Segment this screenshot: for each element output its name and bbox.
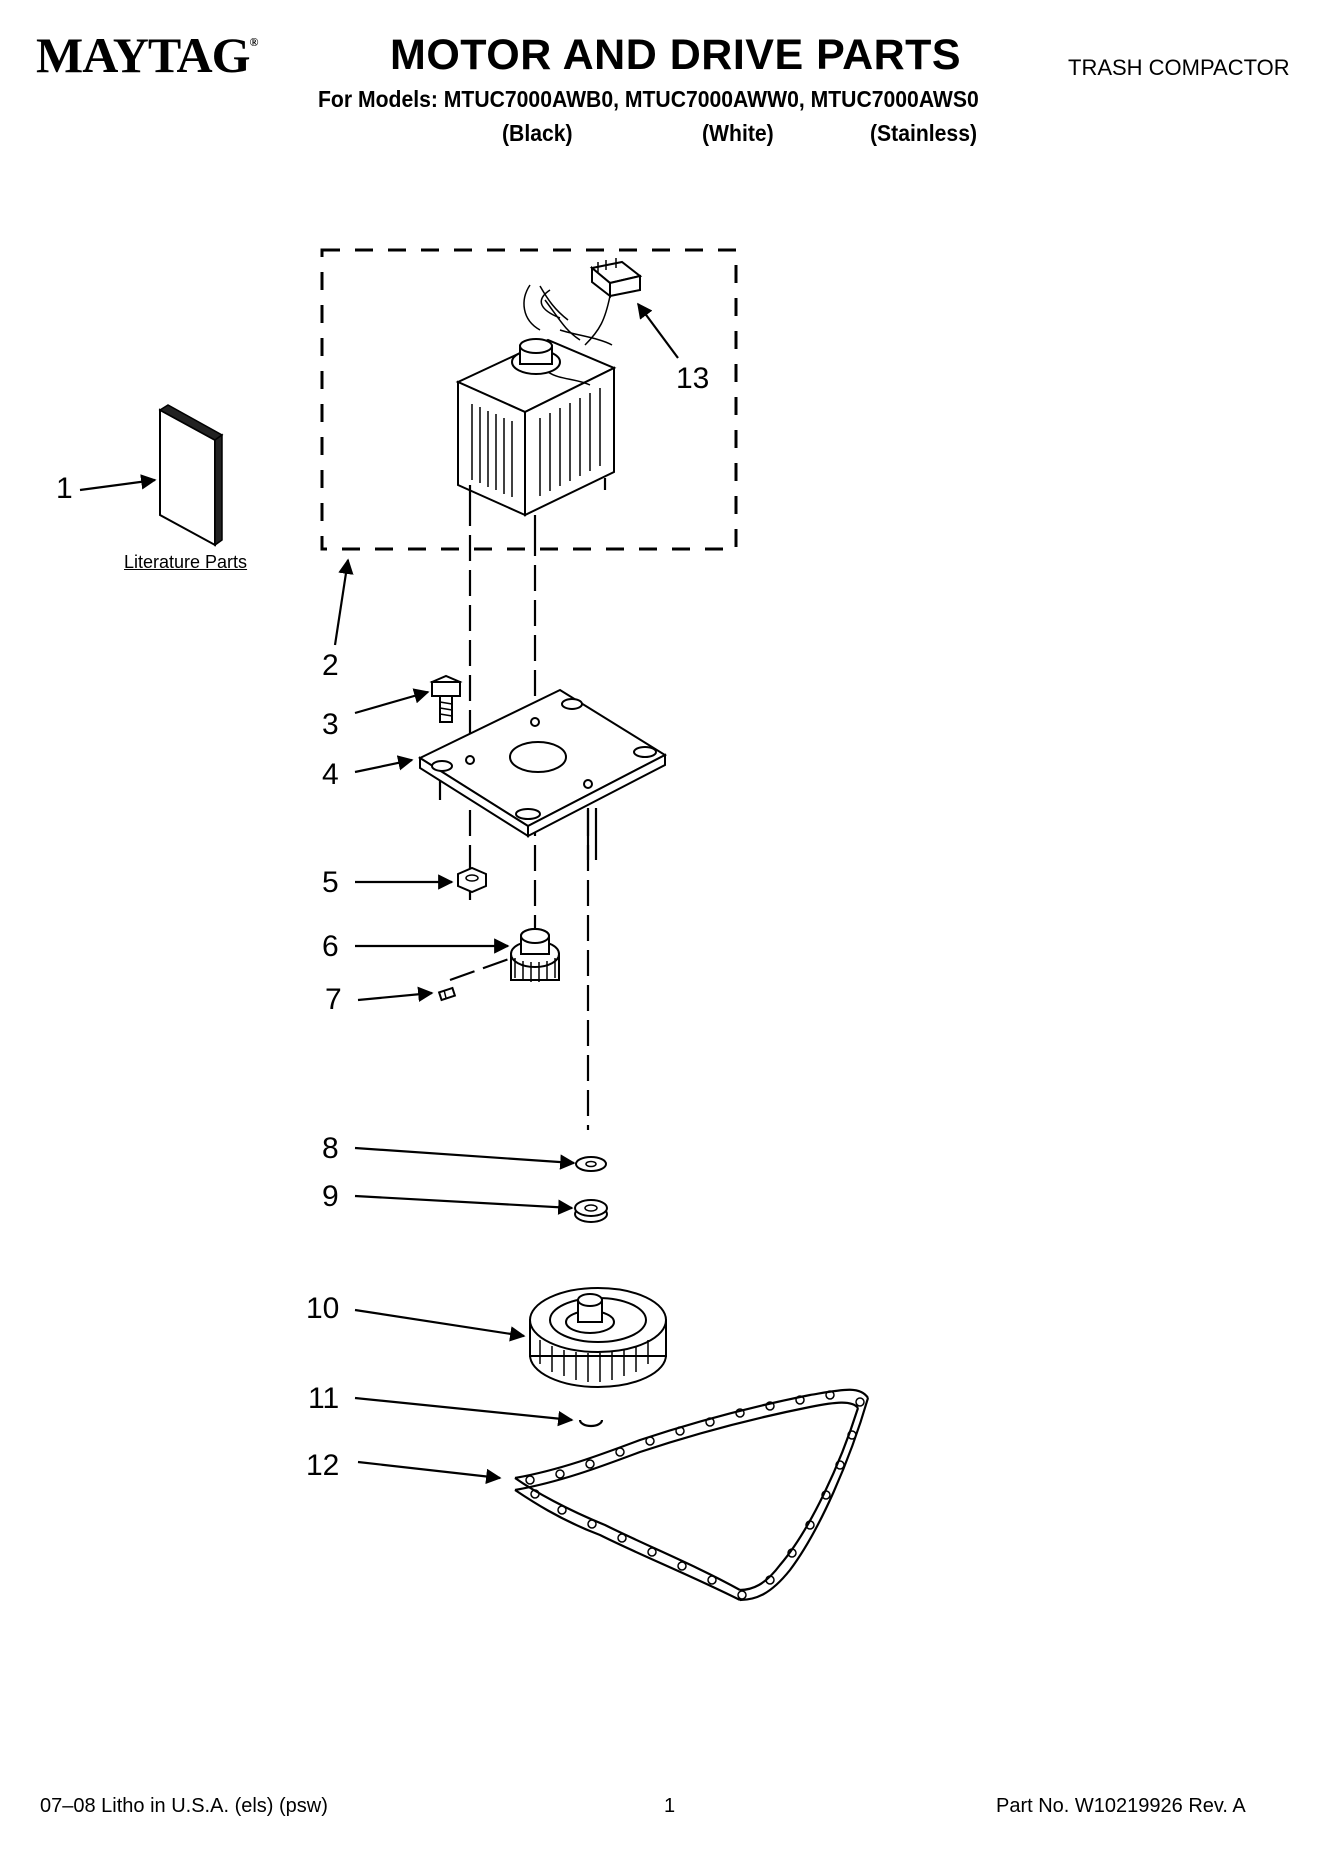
literature-parts-label: Literature Parts <box>124 552 248 572</box>
nut <box>457 866 487 894</box>
callout-9: 9 <box>322 1180 339 1213</box>
washer <box>575 1156 607 1172</box>
terminal-connector <box>584 258 643 346</box>
variant-stainless: (Stainless) <box>870 120 978 146</box>
part-number: Part No. W10219926 Rev. A <box>996 1795 1246 1817</box>
spacer <box>574 1199 608 1223</box>
motor-mounting-plate <box>417 688 668 860</box>
callout-11: 11 <box>308 1382 340 1415</box>
literature-booklet <box>158 404 224 547</box>
retaining-ring <box>578 1419 604 1428</box>
registered-mark: ® <box>249 35 258 49</box>
models-line: For Models: MTUC7000AWB0, MTUC7000AWW0, … <box>318 86 979 112</box>
callout-7: 7 <box>325 983 342 1016</box>
brand-name: MAYTAG <box>36 27 250 83</box>
callout-10: 10 <box>306 1292 340 1325</box>
page-number: 1 <box>664 1795 676 1817</box>
drive-gear <box>510 928 560 982</box>
callout-2: 2 <box>322 649 339 682</box>
callout-6: 6 <box>322 930 339 963</box>
screw <box>429 674 463 723</box>
footer-print-info: 07–08 Litho in U.S.A. (els) (psw) <box>40 1795 328 1817</box>
callout-5: 5 <box>322 866 339 899</box>
callout-1: 1 <box>56 472 73 505</box>
callout-8: 8 <box>322 1132 339 1165</box>
sprocket-gear <box>529 1287 667 1388</box>
callout-4: 4 <box>322 758 339 791</box>
product-category: TRASH COMPACTOR <box>1068 55 1290 80</box>
variant-black: (Black) <box>502 120 573 146</box>
drive-chain <box>514 1388 870 1602</box>
set-screw <box>437 986 457 1002</box>
page-title: MOTOR AND DRIVE PARTS <box>390 31 962 79</box>
callout-13: 13 <box>676 362 710 395</box>
callout-12: 12 <box>306 1449 340 1482</box>
callout-leaders <box>79 302 679 1485</box>
variant-white: (White) <box>702 120 774 146</box>
brand-logo: MAYTAG® <box>36 27 258 83</box>
motor-assembly-boundary <box>320 248 738 551</box>
callout-3: 3 <box>322 708 339 741</box>
motor-assembly <box>455 284 617 530</box>
